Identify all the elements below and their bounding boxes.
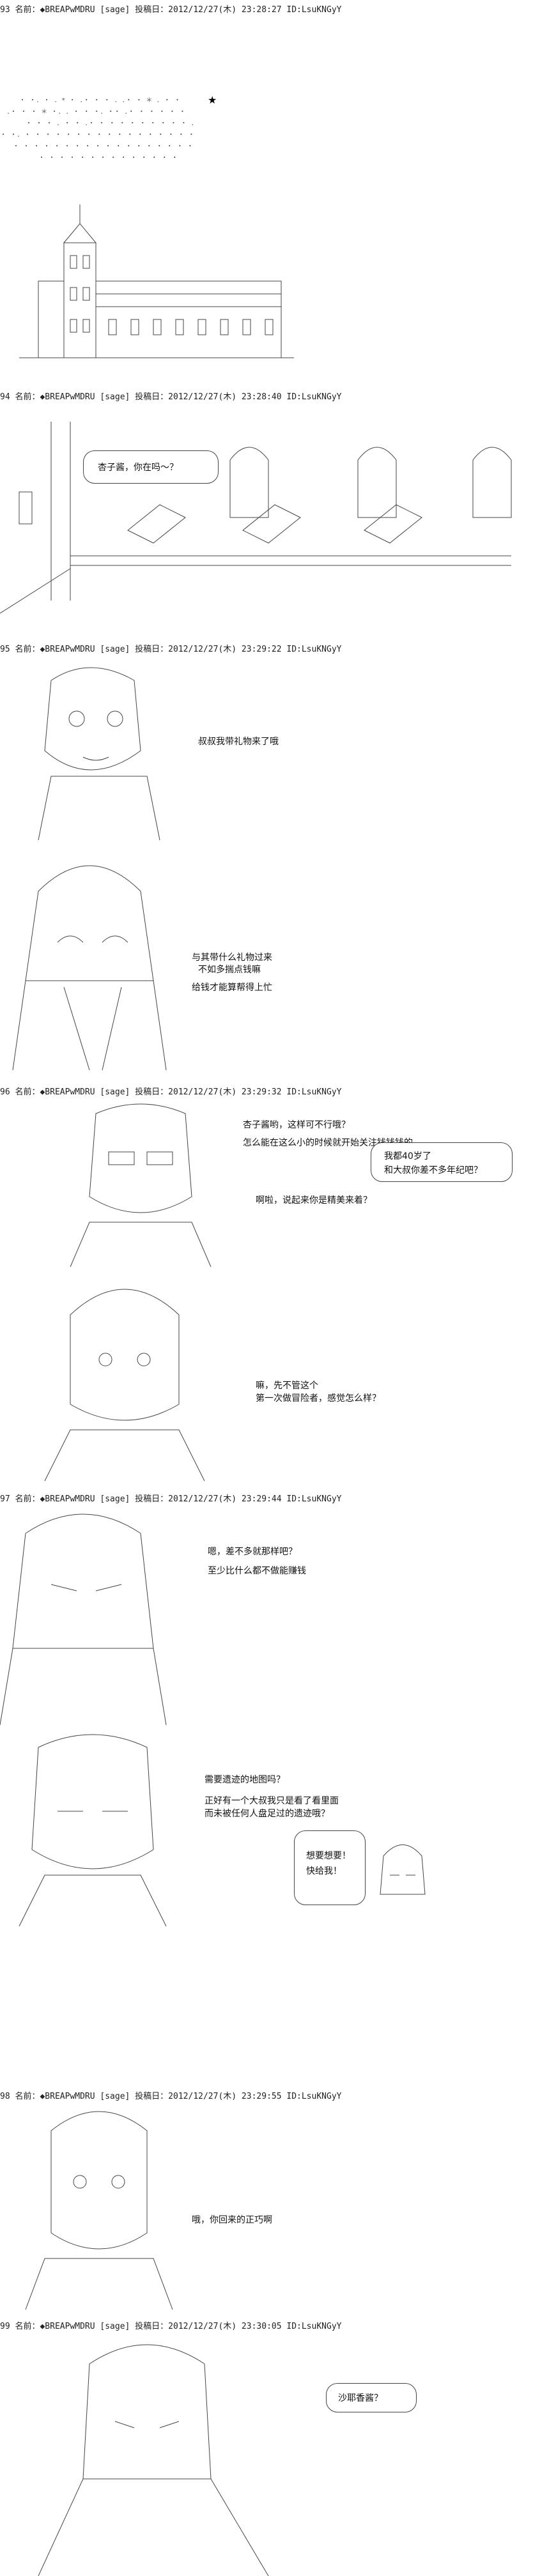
post-98: 98 名前：◆BREAPwMDRU [sage] 投稿日：2012/12/27(… [0, 2089, 556, 2313]
dialog-line: 正好有一个大叔我只是看了看里面 [205, 1796, 339, 1806]
svg-text:★: ★ [208, 94, 217, 106]
chibi-art [371, 1837, 435, 1910]
dialog-line: 嗯，差不多就那样吧？ [208, 1547, 297, 1557]
bubble-text: 和大叔你差不多年纪吧？ [384, 1165, 483, 1176]
bubble-text: 想要想要！ [306, 1851, 351, 1861]
post-99: 99 名前：◆BREAPwMDRU [sage] 投稿日：2012/12/27(… [0, 2319, 556, 2576]
post-96: 96 名前：◆BREAPwMDRU [sage] 投稿日：2012/12/27(… [0, 1085, 556, 1487]
dialog-line: 哦，你回来的正巧啊 [192, 2215, 272, 2225]
girl-art [38, 2338, 269, 2576]
svg-text:・ ・ ・ ・ ・ ・ ・ ・ ・ ・ ・ ・ ・ ・ ・: ・ ・ ・ ・ ・ ・ ・ ・ ・ ・ ・ ・ ・ ・ ・ ・ ・ ・ [13, 143, 193, 150]
svg-text:・ ・. ・ . * ・ .・ ・ ・ . .・ ・ ＊: ・ ・. ・ . * ・ .・ ・ ・ . .・ ・ ＊ . ・ ・ [19, 97, 180, 104]
post-97: 97 名前：◆BREAPwMDRU [sage] 投稿日：2012/12/27(… [0, 1492, 556, 2089]
dialog-line: 至少比什么都不做能赚钱 [208, 1566, 306, 1576]
man-face-art [70, 1101, 212, 1269]
starfield-art: ・ ・. ・ . * ・ .・ ・ ・ . .・ ・ ＊ . ・ ・ .・ ・ … [0, 89, 281, 220]
dialog-line: 而未被任何人盘足过的遗迹哦？ [205, 1809, 330, 1819]
bubble-text: 快给我！ [306, 1866, 342, 1876]
window-art [0, 409, 524, 622]
post-93: 93 名前：◆BREAPwMDRU [sage] 投稿日：2012/12/27(… [0, 0, 556, 383]
dialog-line: 与其带什么礼物过来 [192, 953, 272, 963]
man-face-art [25, 2105, 173, 2312]
dialog-line: 杏子酱哟，这样可不行哦？ [243, 1120, 350, 1130]
girl-art [6, 853, 173, 1073]
dialog-line: 叔叔我带礼物来了哦 [198, 737, 279, 747]
dialog-line: 第一次做冒险者，感觉怎么样？ [256, 1393, 381, 1404]
girl-art [0, 1508, 167, 1728]
post-header: 93 名前：◆BREAPwMDRU [sage] 投稿日：2012/12/27(… [0, 5, 342, 15]
post-header: 98 名前：◆BREAPwMDRU [sage] 投稿日：2012/12/27(… [0, 2092, 342, 2101]
svg-text:.・ ・ ・ ＊ ・. . ・ ・ ・. ・・ .・ ・ ・: .・ ・ ・ ＊ ・. . ・ ・ ・. ・・ .・ ・ ・ ・ ・ ・ [6, 109, 185, 116]
woman-face-art [19, 1734, 167, 1929]
dialog-line: 怎么能在这么小的时候就开始关注钱钱钱的 [243, 1138, 413, 1148]
dialog-line: 需要遗迹的地图吗？ [205, 1775, 285, 1785]
post-95: 95 名前：◆BREAPwMDRU [sage] 投稿日：2012/12/27(… [0, 642, 556, 1083]
post-header: 96 名前：◆BREAPwMDRU [sage] 投稿日：2012/12/27(… [0, 1087, 342, 1097]
post-header: 94 名前：◆BREAPwMDRU [sage] 投稿日：2012/12/27(… [0, 392, 342, 402]
speech-bubble: 沙耶香酱？ [326, 2383, 417, 2412]
post-header: 95 名前：◆BREAPwMDRU [sage] 投稿日：2012/12/27(… [0, 645, 342, 654]
man-face-art [44, 1276, 205, 1483]
post-94: 94 名前：◆BREAPwMDRU [sage] 投稿日：2012/12/27(… [0, 390, 556, 632]
dialog-line: 啊啦，说起来你是精美来着？ [256, 1195, 372, 1206]
post-header: 97 名前：◆BREAPwMDRU [sage] 投稿日：2012/12/27(… [0, 1494, 342, 1504]
bubble-text: 杏子酱，你在吗～？ [98, 463, 178, 473]
svg-text:・ ・ ・ ・ ・ ・ ・ ・ ・ ・ ・ ・ ・ ・: ・ ・ ・ ・ ・ ・ ・ ・ ・ ・ ・ ・ ・ ・ [38, 155, 178, 162]
speech-bubble: 杏子酱，你在吗～？ [83, 450, 219, 484]
bubble-text: 沙耶香酱？ [338, 2393, 383, 2404]
dialog-line: 给钱才能算帮得上忙 [192, 983, 272, 993]
castle-art [19, 204, 294, 367]
post-header: 99 名前：◆BREAPwMDRU [sage] 投稿日：2012/12/27(… [0, 2322, 342, 2331]
svg-text:・ ・ ・ . ・ ・ .・ ・ ・ ・ ・ ・ ・ ・ ・: ・ ・ ・ . ・ ・ .・ ・ ・ ・ ・ ・ ・ ・ ・ ・ . [26, 120, 194, 127]
speech-bubble: 我都40岁了 和大叔你差不多年纪吧？ [371, 1142, 513, 1182]
svg-text:・ ・. ・ ・ ・ ・ ・ ・ ・ ・ ・ ・ ・ ・ ・: ・ ・. ・ ・ ・ ・ ・ ・ ・ ・ ・ ・ ・ ・ ・ ・ ・ ・ ・ [0, 132, 194, 139]
dialog-line: 不如多揣点钱嘛 [198, 965, 261, 975]
speech-bubble: 想要想要！ 快给我！ [294, 1830, 366, 1905]
man-face-art [26, 661, 173, 843]
bubble-text: 我都40岁了 [384, 1151, 431, 1162]
dialog-line: 嘛，先不管这个 [256, 1381, 318, 1391]
